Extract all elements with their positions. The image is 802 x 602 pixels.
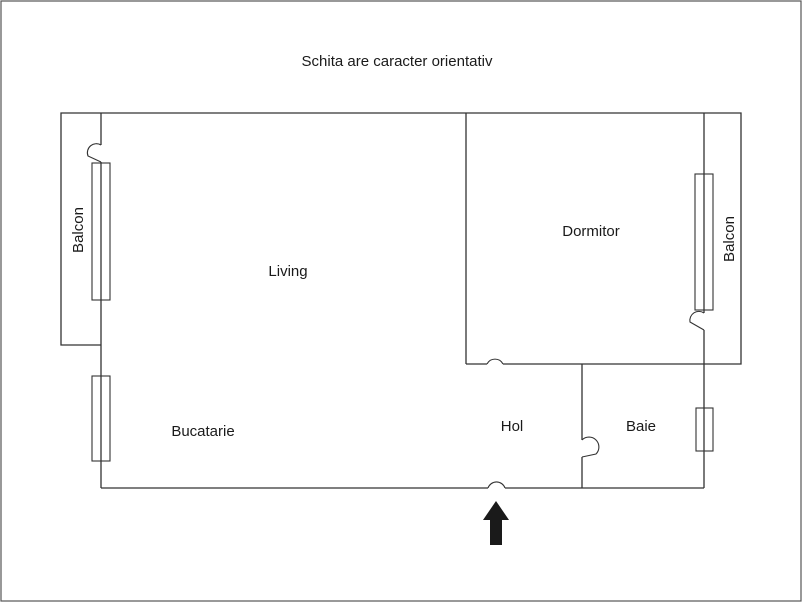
room-label-balcon-left: Balcon bbox=[70, 207, 87, 253]
right-balcony-outline bbox=[704, 112, 742, 365]
room-label-baie: Baie bbox=[626, 418, 656, 435]
room-label-balcon-right: Balcon bbox=[721, 216, 738, 262]
left-balcony-outline bbox=[60, 112, 101, 346]
door-bedroom bbox=[486, 358, 504, 365]
doors bbox=[86, 143, 705, 489]
door-right-balcony bbox=[689, 310, 705, 331]
windows bbox=[91, 162, 714, 462]
door-entrance bbox=[487, 481, 506, 489]
door-bathroom bbox=[581, 436, 600, 458]
room-label-living: Living bbox=[268, 263, 307, 280]
apartment-walls bbox=[60, 112, 742, 489]
plan-note: Schita are caracter orientativ bbox=[302, 53, 493, 70]
room-label-bucatarie: Bucatarie bbox=[171, 423, 234, 440]
door-left-balcony bbox=[86, 143, 102, 163]
room-label-hol: Hol bbox=[501, 418, 524, 435]
entrance-arrow-icon bbox=[483, 501, 509, 545]
room-label-dormitor: Dormitor bbox=[562, 223, 620, 240]
